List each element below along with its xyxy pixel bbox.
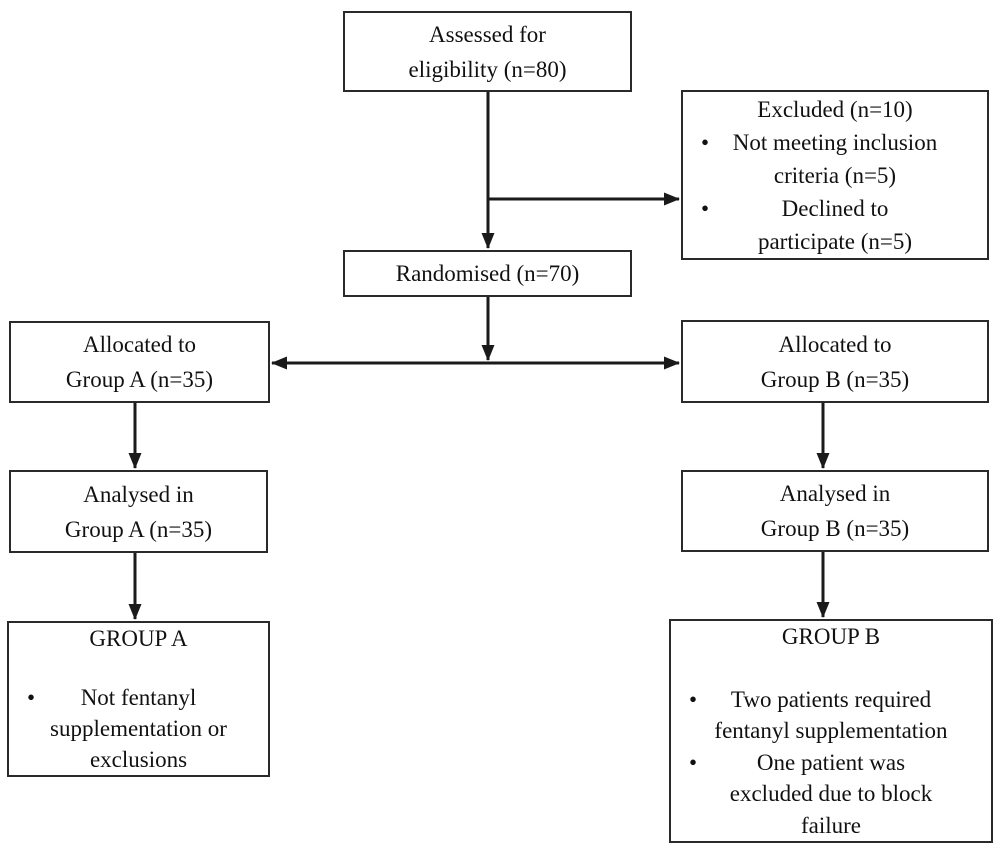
text-line: Allocated to <box>15 327 264 362</box>
text: Not fentanyl <box>80 685 197 710</box>
text-line: Group B (n=35) <box>687 511 983 546</box>
node-group-b: GROUP B • Two patients required fentanyl su… <box>669 619 993 843</box>
text: eligibility (n=80) <box>408 56 567 82</box>
text-line: failure <box>675 810 987 842</box>
text: exclusions <box>89 747 188 772</box>
text: participate (n=5) <box>757 228 913 254</box>
text: Analysed in <box>779 481 891 506</box>
text-line: • Two patients required <box>675 684 987 716</box>
text: Excluded (n=10) <box>757 96 913 122</box>
text-line: Group A (n=35) <box>15 512 262 547</box>
text-line: excluded due to block <box>675 778 987 810</box>
text-line: Allocated to <box>687 327 983 362</box>
text-line: exclusions <box>13 744 264 775</box>
text: Allocated to <box>778 331 892 357</box>
node-randomised: Randomised (n=70) <box>343 250 632 297</box>
text: GROUP B <box>781 624 881 649</box>
text-line: Analysed in <box>15 477 262 512</box>
text: Randomised (n=70) <box>395 261 580 286</box>
text-line <box>675 653 987 684</box>
text-line: Randomised (n=70) <box>349 256 626 291</box>
text-line: fentanyl supplementation <box>675 715 987 747</box>
text: Group A (n=35) <box>65 367 214 392</box>
text: Allocated to <box>82 332 197 357</box>
text: fentanyl supplementation <box>714 718 948 743</box>
text-line <box>13 654 264 682</box>
bullet-marker: • <box>701 195 710 221</box>
text: Assessed for <box>429 21 546 47</box>
text: Two patients required <box>730 686 932 712</box>
text: supplementation or <box>50 716 227 741</box>
text-line: GROUP B <box>675 621 987 653</box>
text-line: • Not meeting inclusion <box>687 126 983 159</box>
text-line: criteria (n=5) <box>687 159 983 192</box>
text: Not meeting inclusion <box>732 129 938 155</box>
text-line: • Not fentanyl <box>13 682 264 713</box>
text-line: Excluded (n=10) <box>687 93 983 126</box>
text-line: eligibility (n=80) <box>349 52 626 87</box>
text-line: participate (n=5) <box>687 225 983 258</box>
text: Group A (n=35) <box>64 516 213 542</box>
bullet-marker: • <box>689 686 698 712</box>
node-excluded: Excluded (n=10) • Not meeting inclusion cri… <box>681 90 989 260</box>
text-line: • Declined to <box>687 192 983 225</box>
text-line: Group A (n=35) <box>15 362 264 397</box>
node-analysed-a: Analysed in Group A (n=35) <box>9 470 268 553</box>
bullet-marker: • <box>27 685 36 710</box>
text: excluded due to block <box>729 781 933 806</box>
text: One patient was <box>756 749 906 775</box>
text-line: Assessed for <box>349 17 626 52</box>
text: failure <box>800 812 861 838</box>
node-allocated-b: Allocated to Group B (n=35) <box>681 320 989 403</box>
text: Group B (n=35) <box>760 366 910 392</box>
node-assessed: Assessed for eligibility (n=80) <box>343 11 632 92</box>
text-line: Analysed in <box>687 476 983 511</box>
node-allocated-a: Allocated to Group A (n=35) <box>9 321 270 403</box>
text-line: Group B (n=35) <box>687 362 983 397</box>
text-line: supplementation or <box>13 713 264 744</box>
node-analysed-b: Analysed in Group B (n=35) <box>681 470 989 552</box>
text: Analysed in <box>83 481 194 507</box>
node-group-a: GROUP A • Not fentanyl supplementation or ex… <box>7 621 270 777</box>
text-line: GROUP A <box>13 623 264 654</box>
text-line: • One patient was <box>675 747 987 779</box>
text: GROUP A <box>89 626 188 651</box>
text: Declined to <box>781 195 889 221</box>
text: Group B (n=35) <box>760 516 910 541</box>
bullet-marker: • <box>689 749 698 775</box>
text: criteria (n=5) <box>773 162 897 188</box>
bullet-marker: • <box>701 129 710 155</box>
